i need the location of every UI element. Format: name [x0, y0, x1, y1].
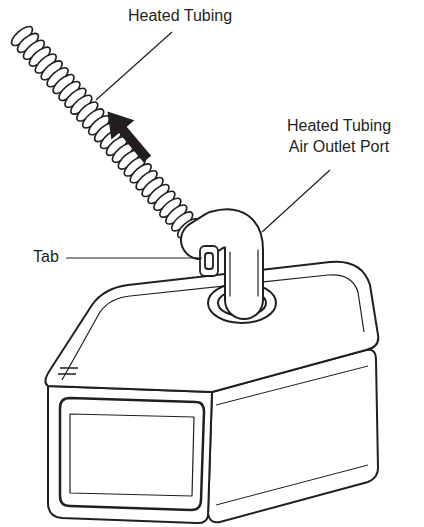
housing-top: [45, 262, 378, 392]
side-line: [216, 366, 368, 505]
tab-label: Tab: [26, 247, 66, 268]
elbow-connector: [200, 228, 258, 300]
heated-tubing: [9, 23, 214, 254]
tab: [200, 246, 218, 276]
lid-edge: [62, 275, 364, 380]
port-label: Heated Tubing Air Outlet Port: [276, 116, 402, 158]
water-window: [60, 398, 204, 510]
direction-arrow: [96, 102, 159, 169]
vent-marks: [58, 368, 78, 374]
housing-front: [48, 386, 212, 523]
window-inner: [70, 414, 194, 496]
tubing-label: Heated Tubing: [110, 6, 250, 27]
